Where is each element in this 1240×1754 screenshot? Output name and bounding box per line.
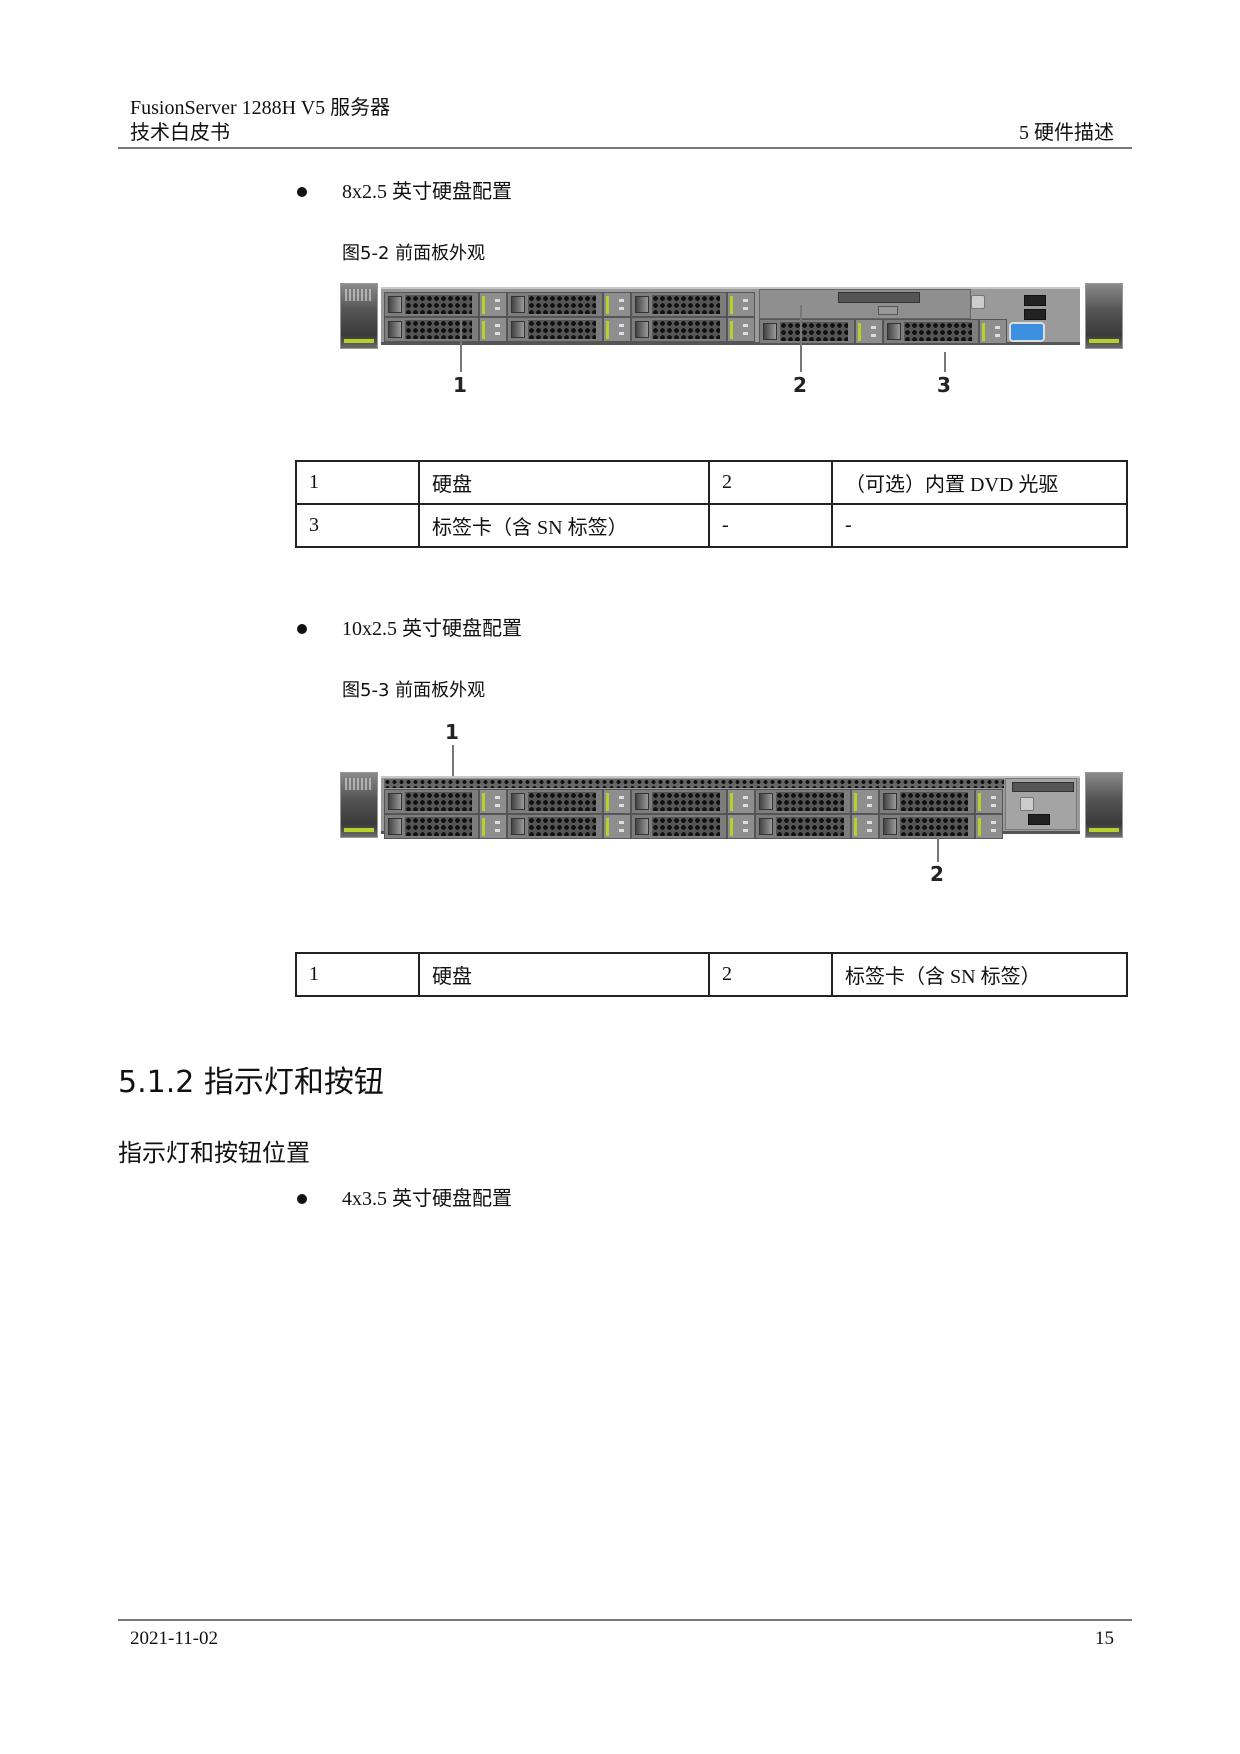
footer-date: 2021-11-02 xyxy=(130,1628,218,1649)
table-cell: - xyxy=(831,503,1128,548)
table-cell: 1 xyxy=(295,460,420,505)
table-cell: 标签卡（含 SN 标签） xyxy=(418,503,710,548)
chassis xyxy=(381,776,1080,839)
table-cell: 2 xyxy=(708,460,833,505)
chassis xyxy=(381,287,1080,345)
table-cell: 标签卡（含 SN 标签） xyxy=(831,952,1128,997)
left-mounting-ear xyxy=(340,772,378,838)
usb-port-icon xyxy=(1028,814,1050,825)
table-cell: 硬盘 xyxy=(418,460,710,505)
table-cell: 2 xyxy=(708,952,833,997)
figure-caption-5-3: 图5-3 前面板外观 xyxy=(342,680,486,701)
doc-title: FusionServer 1288H V5 服务器 xyxy=(130,97,391,119)
bullet-text: 10x2.5 英寸硬盘配置 xyxy=(342,618,522,640)
callout-2: 2 xyxy=(793,373,807,397)
left-mounting-ear xyxy=(340,283,378,349)
header-divider xyxy=(118,147,1132,149)
right-mounting-ear xyxy=(1085,283,1123,349)
control-panel xyxy=(1005,778,1077,830)
callout-3: 3 xyxy=(937,373,951,397)
callout-1: 1 xyxy=(453,373,467,397)
bullet-icon xyxy=(297,187,307,197)
usb-port-icon xyxy=(1024,309,1046,320)
table-cell: 3 xyxy=(295,503,420,548)
bullet-text: 4x3.5 英寸硬盘配置 xyxy=(342,1188,512,1210)
table-row: 1 硬盘 2 （可选）内置 DVD 光驱 xyxy=(295,460,1128,505)
bullet-text: 8x2.5 英寸硬盘配置 xyxy=(342,181,512,203)
callout-line xyxy=(944,352,946,372)
legend-table-5-3: 1 硬盘 2 标签卡（含 SN 标签） xyxy=(295,952,1128,997)
right-mounting-ear xyxy=(1085,772,1123,838)
callout-2: 2 xyxy=(930,862,944,886)
callout-line xyxy=(460,320,462,372)
front-panel-figure-8-bay xyxy=(340,283,1124,355)
legend-table-5-2: 1 硬盘 2 （可选）内置 DVD 光驱 3 标签卡（含 SN 标签） - - xyxy=(295,460,1128,548)
dvd-drive xyxy=(759,289,971,319)
page-number: 15 xyxy=(1095,1628,1114,1649)
footer-divider xyxy=(118,1619,1132,1621)
chapter-label: 5 硬件描述 xyxy=(1019,122,1114,144)
table-row: 1 硬盘 2 标签卡（含 SN 标签） xyxy=(295,952,1128,997)
doc-subtitle: 技术白皮书 xyxy=(130,122,230,144)
table-cell: （可选）内置 DVD 光驱 xyxy=(831,460,1128,505)
table-cell: 1 xyxy=(295,952,420,997)
callout-line xyxy=(452,745,454,805)
power-button-icon xyxy=(971,295,985,309)
callout-1: 1 xyxy=(445,720,459,744)
callout-line xyxy=(800,305,802,372)
bullet-icon xyxy=(297,624,307,634)
section-heading-5-1-2: 5.1.2 指示灯和按钮 xyxy=(118,1065,384,1100)
callout-line xyxy=(937,838,939,862)
table-cell: 硬盘 xyxy=(418,952,710,997)
table-cell: - xyxy=(708,503,833,548)
figure-caption-5-2: 图5-2 前面板外观 xyxy=(342,243,486,264)
bullet-icon xyxy=(297,1194,307,1204)
table-row: 3 标签卡（含 SN 标签） - - xyxy=(295,503,1128,548)
power-button-icon xyxy=(1020,797,1034,811)
vga-port-icon xyxy=(1009,322,1045,342)
front-panel-figure-10-bay xyxy=(340,772,1124,844)
usb-port-icon xyxy=(1024,295,1046,306)
subsection-heading: 指示灯和按钮位置 xyxy=(118,1139,310,1167)
